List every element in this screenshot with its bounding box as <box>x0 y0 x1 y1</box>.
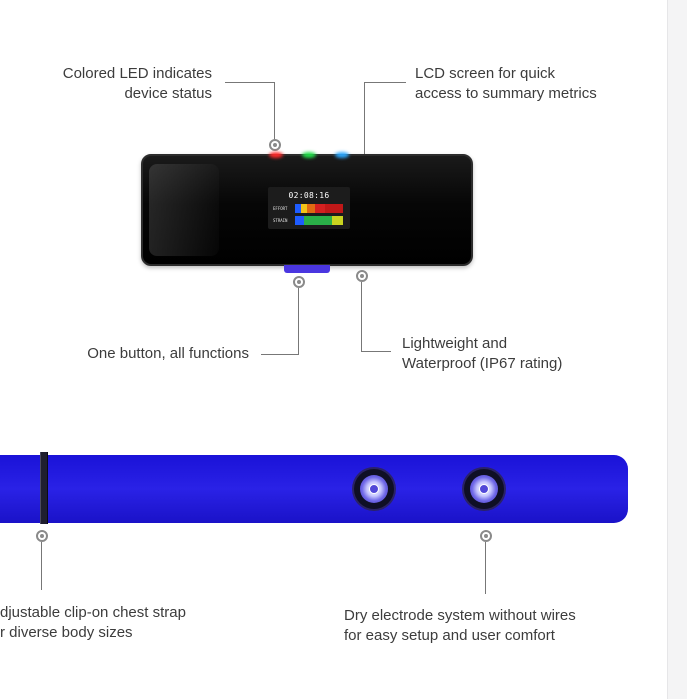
leader-line-electrode <box>485 542 486 594</box>
lcd-screen: 02:08:16 EFFORT STRAIN <box>268 187 350 229</box>
strap-clip <box>40 452 48 524</box>
bar-segment <box>332 216 343 225</box>
callout-point-strap <box>36 530 48 542</box>
led-blue-icon <box>335 152 349 158</box>
bar-segment <box>304 216 318 225</box>
device-glare <box>149 164 219 256</box>
chest-strap <box>0 455 628 523</box>
callout-button: One button, all functions <box>87 345 249 362</box>
bar-segment <box>295 204 301 213</box>
led-green-icon <box>302 152 316 158</box>
sensor-device: 02:08:16 EFFORT STRAIN <box>141 152 473 266</box>
leader-line-lcd <box>364 82 406 83</box>
right-margin-band <box>667 0 687 699</box>
electrode-left-icon <box>354 469 394 509</box>
callout-point-button <box>293 276 305 288</box>
effort-bar <box>295 204 343 213</box>
bar-segment <box>307 204 315 213</box>
led-red-icon <box>269 152 283 158</box>
callout-point-lightweight <box>356 270 368 282</box>
device-button <box>284 265 330 273</box>
leader-line-led <box>225 82 275 83</box>
lcd-metric-label-strain: STRAIN <box>273 218 288 223</box>
callout-led: Colored LED indicates device status <box>62 65 212 102</box>
leader-line-led <box>274 82 275 140</box>
leader-line-lcd <box>364 82 365 154</box>
callout-lcd: LCD screen for quick access to summary m… <box>415 65 597 102</box>
leader-line-lightweight <box>361 282 362 352</box>
leader-line-lightweight <box>361 351 391 352</box>
callout-point-electrode <box>480 530 492 542</box>
electrode-right-icon <box>464 469 504 509</box>
leader-line-button <box>298 288 299 355</box>
strain-bar <box>295 216 343 225</box>
bar-segment <box>301 204 307 213</box>
lcd-time: 02:08:16 <box>288 191 330 200</box>
bar-segment <box>315 204 325 213</box>
callout-electrode: Dry electrode system without wires for e… <box>344 607 576 644</box>
bar-segment <box>318 216 332 225</box>
callout-strap: djustable clip-on chest strap r diverse … <box>0 604 186 641</box>
lcd-metric-label-effort: EFFORT <box>273 206 288 211</box>
callout-lightweight: Lightweight and Waterproof (IP67 rating) <box>402 335 563 372</box>
callout-point-led <box>269 139 281 151</box>
leader-line-button <box>261 354 299 355</box>
leader-line-strap <box>41 542 42 590</box>
bar-segment <box>325 204 343 213</box>
bar-segment <box>295 216 304 225</box>
